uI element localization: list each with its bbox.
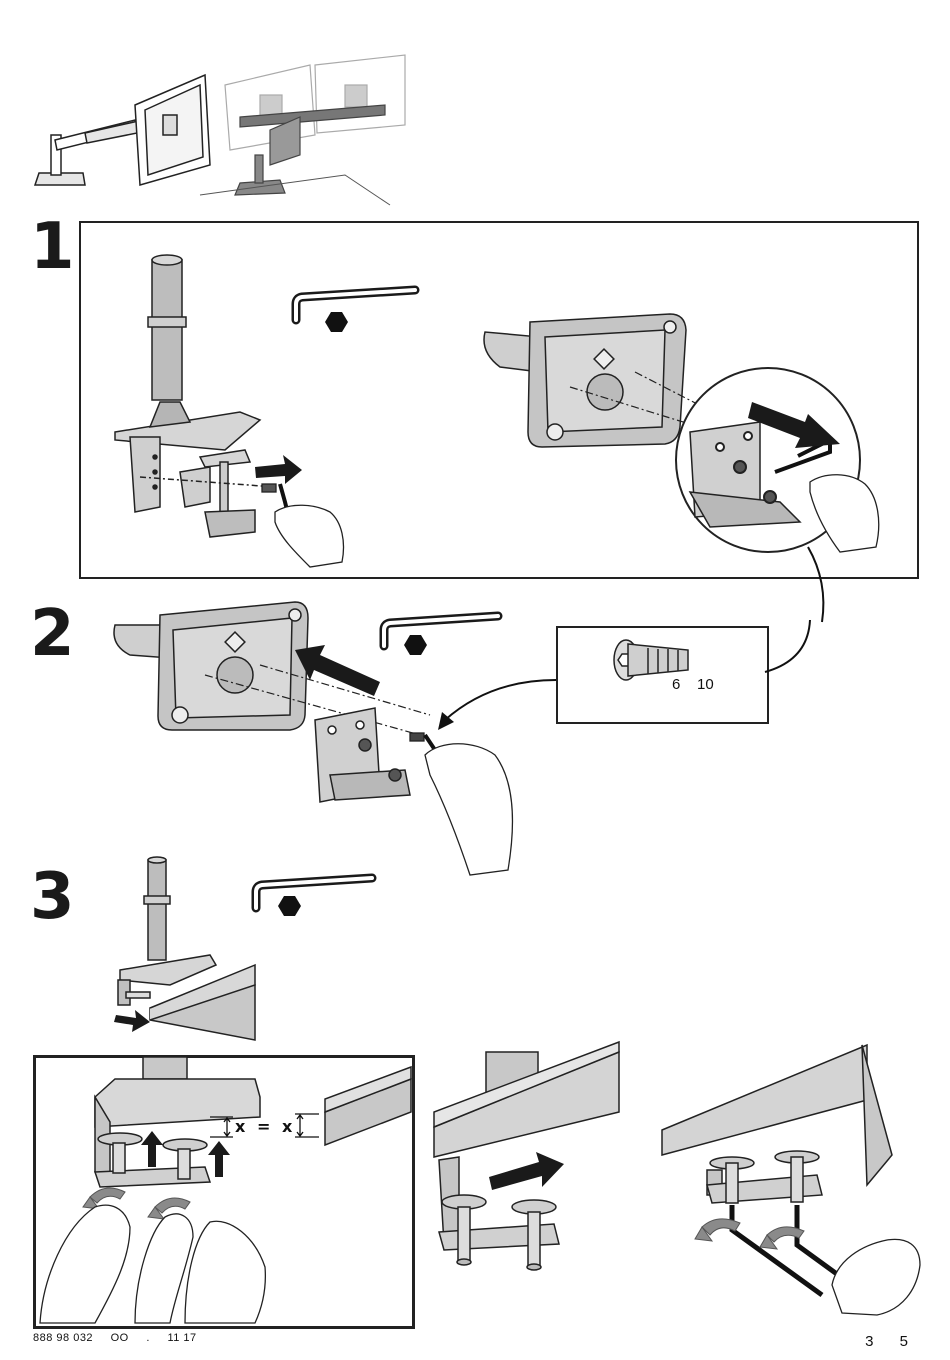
push-arrow-icon (255, 455, 302, 484)
footer-document-info: 888 98 032 OO . 11 17 (33, 1332, 211, 1344)
clamp-slide-illustration (434, 1052, 624, 1282)
document-separator: . (146, 1332, 150, 1344)
step-1-illustration (80, 222, 916, 576)
single-arm-product (35, 75, 210, 185)
step-number-3: 3 (30, 865, 75, 929)
pole-base-assembly (115, 255, 275, 537)
step-3-illustration (100, 850, 260, 1040)
page-total: 5 (900, 1333, 908, 1350)
product-overview-illustration (25, 45, 445, 215)
step-3-tool (240, 870, 380, 920)
hand-icon (832, 1239, 920, 1315)
allen-key-icon (256, 878, 372, 908)
clamp-tighten-illustration (662, 1045, 927, 1315)
mount-plate (484, 314, 686, 447)
hand-icon (810, 475, 879, 552)
hex-nut-icon (278, 896, 301, 916)
gap-label-left: x (235, 1117, 245, 1136)
step-number-2: 2 (30, 602, 75, 666)
callout-connector (420, 620, 780, 750)
hand-icon (40, 1205, 265, 1323)
document-code: 888 98 032 (33, 1332, 93, 1344)
hand-icon (262, 484, 344, 567)
equals-sign: = (257, 1117, 270, 1136)
step-number-1: 1 (30, 215, 75, 279)
page-indicator: 3 5 (843, 1333, 908, 1350)
clamp-detail-illustration (35, 1057, 411, 1323)
hand-icon (410, 733, 512, 875)
allen-key-icon (296, 290, 415, 320)
hex-nut-icon (325, 312, 348, 332)
gap-label-right: x (282, 1117, 292, 1136)
push-arrow-icon (489, 1152, 564, 1190)
dual-arm-product (225, 55, 405, 195)
push-arrow-icon (114, 1010, 150, 1032)
page-number: 3 (865, 1333, 873, 1350)
bracket-assembly (315, 708, 410, 802)
document-revision: OO (111, 1332, 129, 1344)
document-date: 11 17 (167, 1332, 196, 1344)
mount-plate (114, 602, 308, 730)
